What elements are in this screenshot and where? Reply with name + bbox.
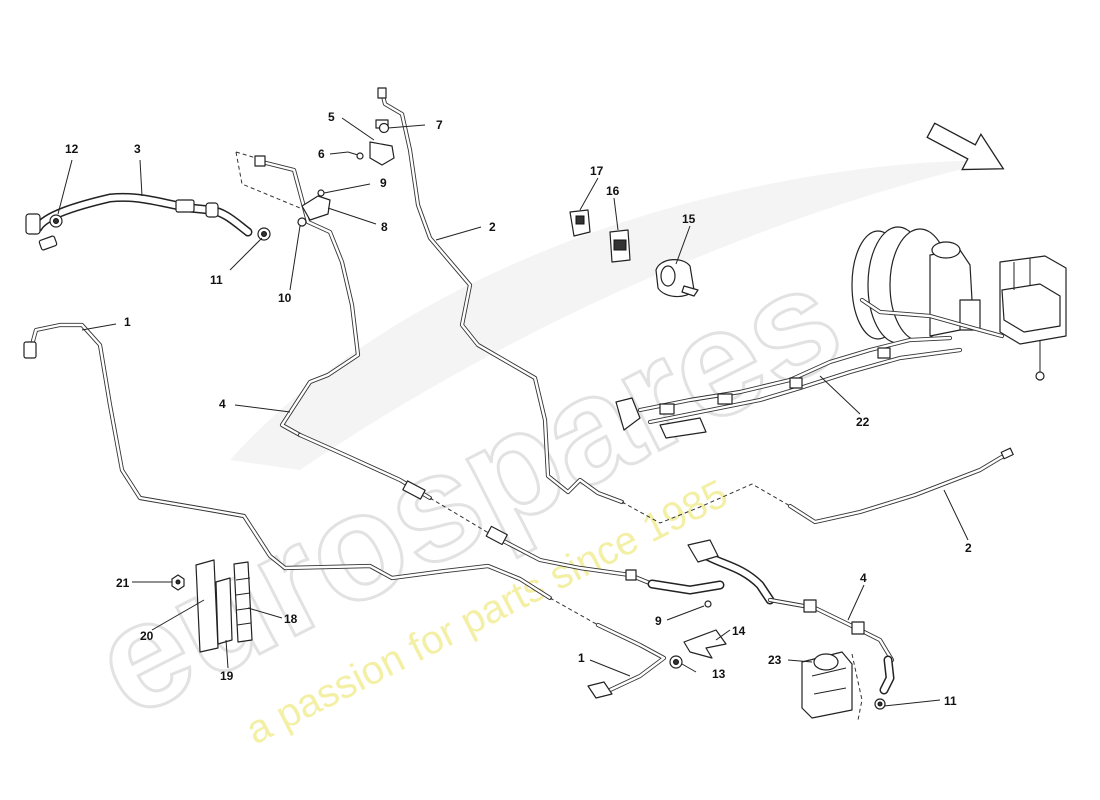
bracket-18 <box>233 561 253 643</box>
callout-9a: 9 <box>380 176 387 190</box>
callout-11a: 11 <box>210 273 223 287</box>
clip-7 <box>378 122 390 134</box>
callout-16: 16 <box>606 184 620 198</box>
callout-21: 21 <box>116 576 130 590</box>
bracket-14 <box>683 629 727 659</box>
holder-16 <box>609 229 631 263</box>
callout-5: 5 <box>328 110 335 124</box>
callout-9b: 9 <box>655 614 662 628</box>
callout-4a: 4 <box>219 397 226 411</box>
callout-8: 8 <box>381 220 388 234</box>
callout-13: 13 <box>712 667 726 681</box>
callout-1a: 1 <box>124 315 131 329</box>
callout-11b: 11 <box>944 694 957 708</box>
screw-6 <box>347 151 364 160</box>
callout-1b: 1 <box>578 651 585 665</box>
bushing-15 <box>655 259 699 298</box>
nut-21 <box>171 574 185 591</box>
brake-booster-assembly <box>851 226 1067 381</box>
callout-20: 20 <box>140 629 154 643</box>
line-assembly-22 <box>615 335 963 439</box>
callout-10: 10 <box>278 291 292 305</box>
callout-2b: 2 <box>965 541 972 555</box>
reference-dash <box>235 151 301 209</box>
callout-22: 22 <box>856 415 870 429</box>
callout-23: 23 <box>768 653 782 667</box>
leader-lines <box>57 117 969 707</box>
holder-17 <box>569 209 591 237</box>
callout-2a: 2 <box>489 220 496 234</box>
callout-4b: 4 <box>860 571 867 585</box>
reservoir-23 <box>801 651 863 721</box>
bracket-8 <box>301 195 331 221</box>
callout-6: 6 <box>318 147 325 161</box>
callout-14: 14 <box>732 624 746 638</box>
callout-17: 17 <box>590 164 604 178</box>
heat-shield-20 <box>195 559 219 653</box>
brake-line-1 <box>23 322 667 699</box>
screw-9b <box>704 600 712 608</box>
grommet-13 <box>669 655 683 669</box>
direction-arrow-icon <box>926 122 1005 171</box>
callout-19: 19 <box>220 669 234 683</box>
clip-11b <box>874 698 886 710</box>
bracket-5 <box>369 141 395 166</box>
clip-10 <box>297 217 307 227</box>
callout-labels: 12 3 11 10 5 6 7 9 8 2 1 4 17 16 15 22 2… <box>65 110 972 708</box>
callout-3: 3 <box>134 142 141 156</box>
watermark-swoosh <box>230 160 1000 470</box>
hose-assembly-3 <box>25 192 271 251</box>
bracket-19 <box>215 577 233 645</box>
callout-7: 7 <box>436 118 443 132</box>
callout-18: 18 <box>284 612 298 626</box>
callout-15: 15 <box>682 212 696 226</box>
screw-9 <box>317 189 325 197</box>
callout-12: 12 <box>65 142 79 156</box>
